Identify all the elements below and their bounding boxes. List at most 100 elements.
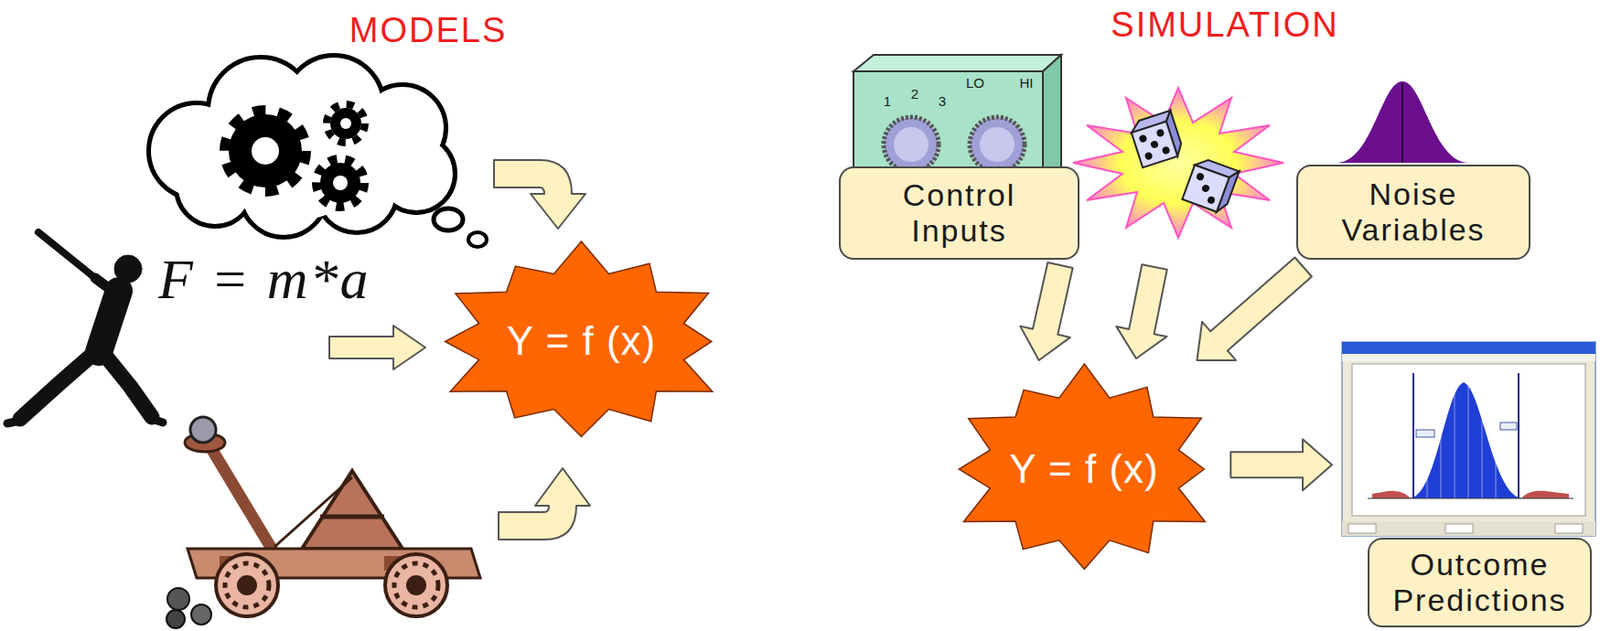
block-arrow: [1020, 262, 1073, 361]
dice-burst: [1144, 151, 1154, 162]
batter-silhouette: [7, 420, 21, 424]
forecast-screenshot: [1342, 342, 1596, 537]
gear-icon: [225, 104, 366, 207]
dial-label: HI: [1020, 75, 1034, 91]
dial-label: 2: [911, 85, 919, 102]
forecast-screenshot: [1348, 524, 1376, 534]
model-starburst: Y = f (x): [943, 362, 1226, 577]
model-starburst: Y = f (x): [428, 239, 735, 444]
forecast-screenshot: [1342, 354, 1596, 362]
control-dial-box: [969, 117, 1025, 172]
dice-burst: [1201, 183, 1211, 194]
section-heading: MODELS: [349, 10, 507, 52]
gear-icon: [316, 159, 365, 207]
gear-icon: [225, 110, 306, 192]
forecast-screenshot: [1454, 384, 1456, 499]
batter-silhouette: [98, 290, 119, 353]
dice-burst: [1181, 156, 1239, 215]
catapult-clipart: [236, 575, 258, 596]
section-heading: SIMULATION: [1110, 5, 1339, 46]
dial-label: 1: [883, 93, 892, 109]
dice-burst: [1181, 164, 1229, 212]
function-text: Y = f (x): [506, 318, 656, 366]
forecast-screenshot: [1555, 524, 1583, 534]
dice-burst: [1138, 134, 1148, 144]
forecast-screenshot: [1495, 420, 1497, 499]
forecast-screenshot: [1440, 393, 1442, 499]
output-box: Outcome Predictions: [1335, 340, 1597, 628]
forecast-screenshot: [1517, 373, 1520, 499]
batter-silhouette: [20, 352, 96, 419]
forecast-screenshot: [1427, 411, 1429, 499]
catapult-clipart: [191, 604, 212, 625]
control-dial-box: [893, 127, 929, 162]
catapult-clipart: [320, 515, 385, 520]
forecast-screenshot: [1500, 422, 1517, 430]
forecast-screenshot: [1427, 384, 1496, 499]
block-arrow: [1116, 264, 1167, 359]
forecast-screenshot: [1445, 524, 1473, 534]
forecast-screenshot: [1352, 364, 1586, 516]
thought-cloud: [468, 232, 487, 247]
forecast-screenshot: [1367, 498, 1574, 500]
thought-cloud: [433, 208, 463, 231]
forecast-screenshot: [1521, 491, 1569, 499]
forecast-screenshot: [1468, 384, 1470, 499]
gear-icon: [332, 175, 348, 191]
catapult-clipart: [215, 554, 279, 617]
gear-icon: [326, 104, 366, 143]
batter-silhouette: [38, 232, 96, 279]
block-arrow: [329, 325, 426, 370]
catapult-clipart: [166, 417, 481, 629]
forecast-screenshot: [1412, 373, 1415, 499]
forecast-screenshot: [1481, 393, 1483, 499]
dice-burst: [1155, 128, 1165, 138]
starburst-outline: [958, 364, 1205, 570]
catapult-clipart: [406, 575, 427, 596]
input-box: Control Inputs: [838, 166, 1080, 260]
block-arrow: [493, 160, 586, 229]
dice-burst: [1131, 121, 1178, 168]
bell-curve: [1336, 81, 1470, 163]
dice-burst: [1073, 87, 1284, 238]
batter-silhouette: [102, 352, 152, 418]
output-label-box: Outcome Predictions: [1367, 537, 1592, 628]
catapult-clipart: [167, 588, 190, 611]
batter-silhouette: [7, 232, 163, 424]
box-text: Control Inputs: [891, 177, 1029, 249]
catapult-clipart: [394, 563, 439, 608]
bell-curve: [1336, 81, 1470, 163]
forecast-screenshot: [1372, 491, 1411, 499]
catapult-clipart: [274, 477, 353, 548]
catapult-clipart: [166, 610, 185, 629]
dial-label: LO: [966, 75, 985, 91]
dice-burst: [1195, 171, 1205, 182]
dice-burst: [1073, 87, 1284, 238]
gear-icon: [340, 118, 352, 129]
block-arrow: [1230, 439, 1332, 491]
forecast-screenshot: [1416, 429, 1435, 438]
thought-cloud: [150, 57, 453, 236]
bell-curve: [1401, 83, 1404, 163]
catapult-clipart: [212, 450, 275, 554]
block-arrow: [498, 468, 591, 540]
starburst-outline: [445, 241, 713, 438]
control-dial-box: [853, 54, 1062, 72]
catapult-clipart: [385, 554, 448, 617]
dice-burst: [1149, 139, 1160, 150]
dial-label: 3: [938, 93, 946, 109]
forecast-screenshot: [1342, 521, 1596, 537]
batter-silhouette: [151, 418, 163, 423]
forecast-screenshot: [1342, 342, 1596, 537]
dice-burst: [1128, 110, 1185, 168]
block-arrow: [1196, 257, 1311, 361]
dice-burst: [1206, 195, 1216, 205]
gear-icon: [251, 137, 280, 165]
formula: F = m*a: [158, 246, 370, 312]
function-text: Y = f (x): [1009, 446, 1159, 494]
catapult-clipart: [225, 563, 269, 608]
box-text: Outcome Predictions: [1384, 547, 1577, 619]
